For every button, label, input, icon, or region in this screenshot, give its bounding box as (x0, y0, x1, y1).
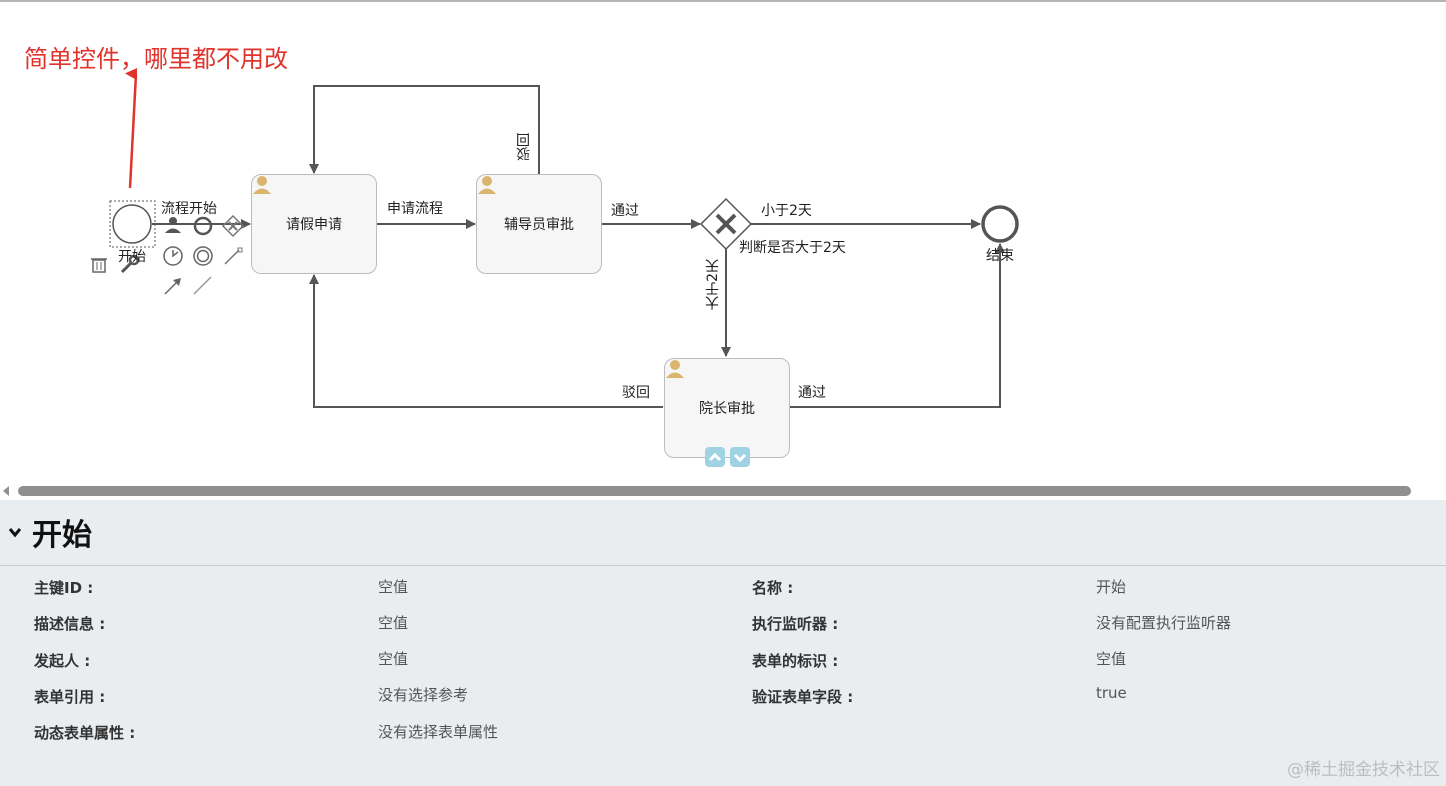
edge-label-less-than-2: 小于2天 (761, 203, 812, 219)
prop-value-validate[interactable]: true (1096, 684, 1127, 702)
timer-event-icon[interactable] (163, 246, 183, 266)
chevron-down-icon[interactable] (8, 525, 22, 539)
edge-label-dean-reject: 驳回 (622, 385, 650, 401)
watermark: @稀土掘金技术社区 (1287, 760, 1440, 780)
task-dean[interactable]: 院长审批 (664, 358, 790, 458)
edge-label-more-than-2: 大于2天 (705, 259, 721, 310)
end-event-label: 结束 (986, 248, 1014, 264)
edge-label-dean-pass: 通过 (798, 385, 826, 401)
properties-title: 开始 (32, 518, 92, 553)
task-apply[interactable]: 请假申请 (251, 174, 377, 274)
gateway-label: 判断是否大于2天 (739, 240, 846, 256)
user-icon (253, 176, 271, 194)
scroll-left-arrow-icon[interactable] (3, 486, 9, 496)
edge-label-apply: 申请流程 (387, 201, 443, 217)
chevron-down-icon[interactable] (730, 447, 750, 467)
prop-label-description: 描述信息 : (34, 615, 106, 633)
user-icon (478, 176, 496, 194)
arrow-icon[interactable] (164, 278, 181, 295)
start-event-label: 开始 (118, 249, 146, 265)
prop-label-listener: 执行监听器 : (752, 615, 839, 633)
flow-counselor-reject[interactable] (309, 85, 540, 174)
prop-value-form-ref[interactable]: 没有选择参考 (378, 686, 469, 704)
prop-label-name: 名称 : (752, 579, 794, 597)
task-dean-name: 院长审批 (699, 401, 755, 417)
delete-icon[interactable] (91, 258, 107, 273)
chevron-up-icon[interactable] (705, 447, 725, 467)
user-task-icon[interactable] (165, 217, 181, 233)
task-apply-name: 请假申请 (286, 217, 342, 233)
diagram-flows (91, 68, 1019, 408)
prop-label-initiator: 发起人 : (34, 652, 91, 670)
annotation-text: 简单控件，哪里都不用改 (24, 45, 288, 73)
task-counselor-name: 辅导员审批 (504, 217, 574, 233)
flow-dean-reject[interactable] (309, 274, 663, 408)
task-counselor[interactable]: 辅导员审批 (476, 174, 602, 274)
prop-value-id[interactable]: 空值 (378, 578, 409, 596)
top-border (0, 0, 1446, 2)
prop-label-validate: 验证表单字段 : (752, 688, 854, 706)
connector-icon[interactable] (224, 247, 243, 265)
prop-value-initiator[interactable]: 空值 (378, 650, 409, 668)
prop-label-id: 主键ID : (34, 579, 94, 597)
prop-label-dynamic-form: 动态表单属性 : (34, 724, 136, 742)
exclusive-gateway-icon[interactable] (221, 214, 245, 238)
start-flow-label: 流程开始 (161, 201, 217, 217)
scroll-thumb[interactable] (18, 486, 1411, 496)
prop-value-name[interactable]: 开始 (1096, 578, 1127, 596)
prop-value-dynamic-form[interactable]: 没有选择表单属性 (378, 723, 499, 741)
horizontal-scrollbar[interactable] (0, 480, 1446, 500)
prop-value-form-key[interactable]: 空值 (1096, 650, 1127, 668)
edge-label-counselor-pass: 通过 (611, 203, 639, 219)
prop-label-form-key: 表单的标识 : (752, 652, 839, 670)
properties-panel: 开始 主键ID : 空值 描述信息 : 空值 发起人 : 空值 表单引用 : 没… (0, 500, 1446, 786)
prop-value-description[interactable]: 空值 (378, 614, 409, 632)
properties-header[interactable]: 开始 (8, 512, 92, 553)
diagram-canvas[interactable]: 简单控件，哪里都不用改 流程开始 开始 结束 请假申请 辅导员审批 院长审批 申… (0, 2, 1446, 480)
flow-dean-end[interactable] (789, 243, 1005, 408)
end-event-icon[interactable] (193, 216, 213, 236)
line-icon[interactable] (193, 276, 212, 295)
selection-box (109, 200, 156, 248)
annotation-arrow (125, 68, 138, 189)
prop-label-form-ref: 表单引用 : (34, 688, 106, 706)
edge-label-counselor-reject: 驳回 (516, 133, 532, 161)
end-event[interactable] (981, 205, 1019, 243)
divider (0, 565, 1446, 566)
wrench-icon[interactable] (120, 254, 140, 274)
prop-value-listener[interactable]: 没有配置执行监听器 (1096, 614, 1232, 632)
intermediate-event-icon[interactable] (193, 246, 213, 266)
start-event[interactable] (112, 204, 152, 244)
user-icon (666, 360, 684, 378)
exclusive-gateway[interactable] (699, 197, 753, 251)
